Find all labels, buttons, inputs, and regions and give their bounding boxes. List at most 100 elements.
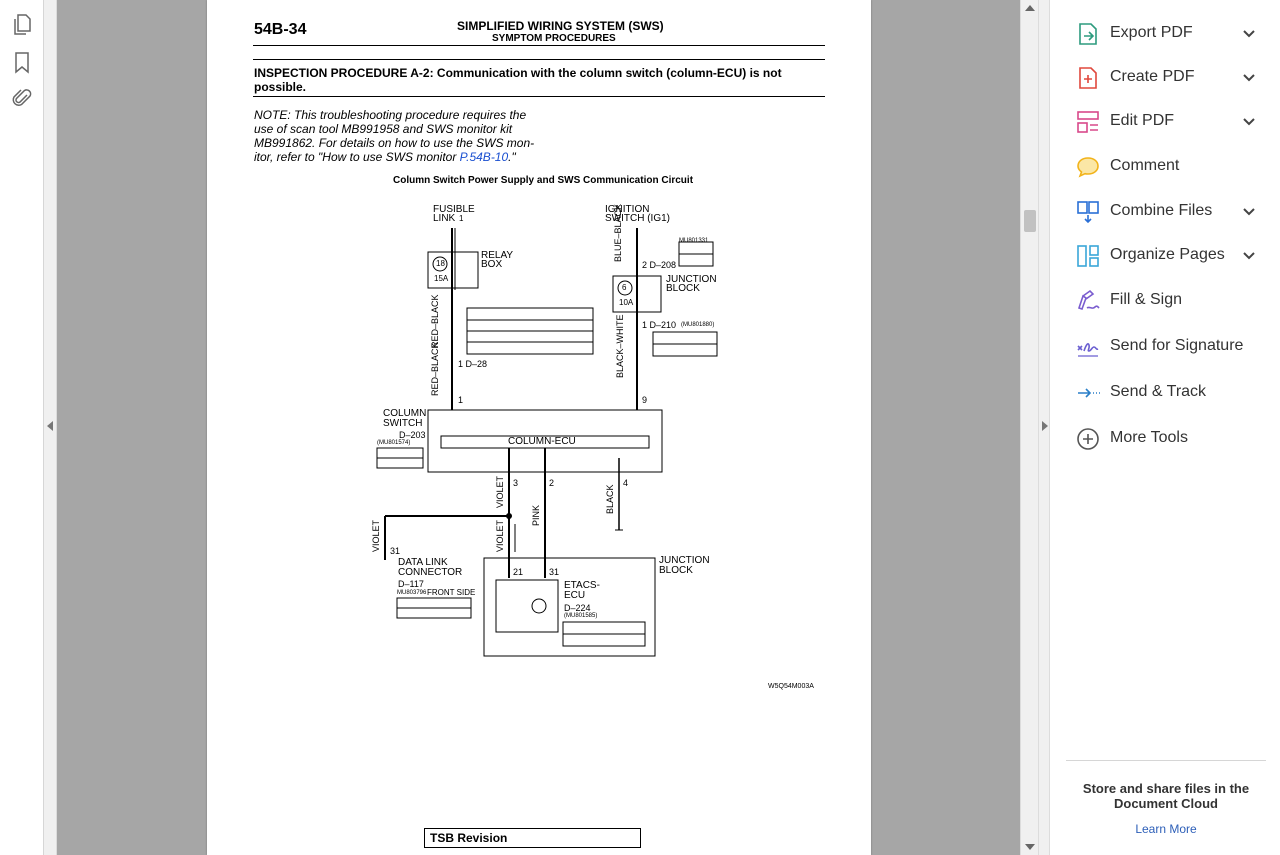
label-pink: PINK — [531, 504, 541, 526]
label-conn-mu801880: (MU801880) — [681, 322, 715, 328]
edit-pdf-icon — [1077, 111, 1099, 133]
tool-label: Create PDF — [1110, 68, 1195, 85]
chevron-down-icon[interactable] — [1241, 249, 1257, 263]
more-tools-icon — [1077, 428, 1099, 450]
note-line4-post: ." — [508, 150, 516, 164]
vertical-scrollbar[interactable] — [1020, 0, 1038, 855]
tool-export-pdf[interactable]: Export PDF — [1050, 13, 1280, 53]
label-junction-lower: JUNCTION — [659, 555, 710, 566]
tool-more-tools[interactable]: More Tools — [1050, 418, 1280, 458]
label-d224: D–224 — [564, 603, 591, 613]
label-switch: SWITCH — [383, 418, 423, 429]
header-rule — [253, 45, 825, 46]
tool-organize-pages[interactable]: Organize Pages — [1050, 235, 1280, 275]
label-column: COLUMN — [383, 408, 427, 419]
label-data-link: DATA LINK — [398, 557, 448, 568]
label-junction-block: BLOCK — [666, 283, 700, 294]
tool-edit-pdf[interactable]: Edit PDF — [1050, 101, 1280, 141]
scroll-thumb[interactable] — [1024, 210, 1036, 232]
create-pdf-icon — [1079, 67, 1097, 89]
tool-fill-sign[interactable]: Fill & Sign — [1050, 280, 1280, 320]
note-line4-pre: itor, refer to "How to use SWS monitor — [254, 150, 460, 164]
tool-label: Fill & Sign — [1110, 291, 1183, 308]
label-ecu: ECU — [564, 590, 586, 601]
label-fuse18-amp: 15A — [434, 274, 449, 283]
tool-create-pdf[interactable]: Create PDF — [1050, 57, 1280, 97]
label-front-side: FRONT SIDE — [427, 588, 476, 597]
tool-combine-files[interactable]: Combine Files — [1050, 191, 1280, 231]
label-relay: RELAY — [481, 250, 514, 261]
send-signature-icon — [1077, 343, 1099, 357]
label-d208: 2 D–208 — [642, 260, 677, 270]
inspection-bottom-rule — [253, 96, 825, 97]
label-junction: JUNCTION — [666, 274, 717, 285]
label-link: LINK — [433, 213, 456, 224]
note-line2: use of scan tool MB991958 and SWS monito… — [254, 122, 513, 136]
learn-more-link[interactable]: Learn More — [1135, 822, 1197, 836]
label-pin4: 4 — [623, 478, 629, 488]
send-track-icon — [1078, 388, 1100, 398]
chevron-down-icon[interactable] — [1241, 27, 1257, 41]
tool-label: Edit PDF — [1110, 112, 1175, 129]
document-cloud-promo: Store and share files in the Document Cl… — [1066, 760, 1266, 838]
label-pin9: 9 — [642, 395, 648, 405]
label-pin1: 1 — [458, 395, 464, 405]
label-conn-mu803796: MU803796 — [397, 590, 427, 596]
header-title: SIMPLIFIED WIRING SYSTEM (SWS) — [457, 19, 664, 33]
document-page: 54B-34 SIMPLIFIED WIRING SYSTEM (SWS) SY… — [207, 0, 871, 855]
scroll-up-icon[interactable] — [1025, 5, 1035, 11]
label-ignition: IGNITION — [605, 204, 650, 215]
fill-sign-icon — [1077, 289, 1100, 311]
label-etacs: ETACS- — [564, 580, 600, 591]
inspection-title-line2: possible. — [254, 80, 307, 94]
tool-label: Organize Pages — [1110, 246, 1225, 263]
label-blue-black: BLUE–BLACK — [613, 203, 623, 262]
label-conn-mu801331: MU801331 — [679, 238, 709, 244]
label-fuse18: 18 — [436, 259, 445, 268]
cloud-title-line2: Document Cloud — [1114, 796, 1218, 811]
label-ignition-switch: SWITCH (IG1) — [605, 213, 670, 224]
chevron-down-icon[interactable] — [1241, 115, 1257, 129]
pages-icon[interactable] — [11, 14, 33, 36]
label-pin21: 21 — [513, 567, 524, 577]
left-panel-collapse-handle[interactable] — [44, 0, 57, 855]
label-conn-mu801574: (MU801574) — [377, 440, 411, 446]
note-line3: MB991862. For details on how to use the … — [254, 136, 535, 150]
scroll-down-icon[interactable] — [1025, 844, 1035, 850]
page-number: 54B-34 — [254, 21, 307, 38]
note-line4: itor, refer to "How to use SWS monitor P… — [254, 150, 516, 164]
tsb-revision-label: TSB Revision — [430, 831, 508, 845]
inspection-top-rule — [253, 59, 825, 60]
bookmark-icon[interactable] — [11, 52, 33, 74]
label-violet-2: VIOLET — [371, 519, 381, 552]
label-junction-block-lower: BLOCK — [659, 565, 693, 576]
arrow-right-icon — [1042, 421, 1048, 431]
label-violet-3: VIOLET — [495, 519, 505, 552]
cloud-title-line1: Store and share files in the — [1082, 781, 1250, 796]
wiring-diagram — [376, 228, 718, 657]
left-toolbar — [0, 0, 44, 855]
chevron-down-icon[interactable] — [1241, 205, 1257, 219]
document-viewport[interactable]: 54B-34 SIMPLIFIED WIRING SYSTEM (SWS) SY… — [57, 0, 1020, 855]
label-pin2: 2 — [549, 478, 555, 488]
label-d203: D–203 — [399, 430, 426, 440]
label-fuse6: 6 — [622, 283, 627, 292]
label-relay-box: BOX — [481, 259, 503, 270]
tool-label: Send & Track — [1110, 383, 1207, 400]
label-d28: 1 D–28 — [458, 359, 488, 369]
tool-send-for-signature[interactable]: Send for Signature — [1050, 326, 1280, 366]
label-red-black-1: RED–BLACK — [430, 294, 440, 348]
label-d117: D–117 — [398, 579, 424, 589]
diagram-title: Column Switch Power Supply and SWS Commu… — [393, 175, 694, 186]
tool-label: Export PDF — [1110, 24, 1193, 41]
note-link[interactable]: P.54B-10 — [459, 150, 509, 164]
label-black: BLACK — [605, 484, 615, 514]
tool-send-track[interactable]: Send & Track — [1050, 372, 1280, 412]
attachment-icon[interactable] — [11, 87, 33, 109]
right-panel-collapse-handle[interactable] — [1038, 0, 1050, 855]
tool-label: Send for Signature — [1110, 337, 1244, 354]
inspection-title-line1: INSPECTION PROCEDURE A-2: Communication … — [254, 66, 782, 80]
tool-comment[interactable]: Comment — [1050, 146, 1280, 186]
chevron-down-icon[interactable] — [1241, 71, 1257, 85]
